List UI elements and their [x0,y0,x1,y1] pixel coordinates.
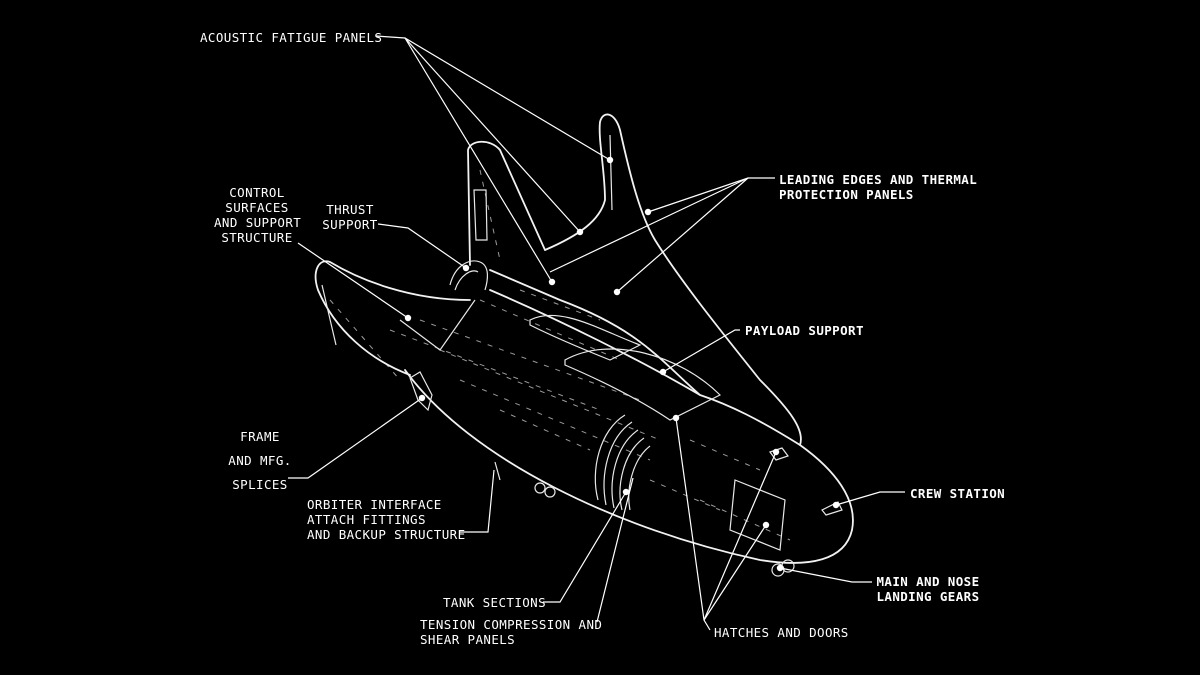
payload-doors [529,314,722,421]
label-control-surfaces-line2: SURFACES [225,200,289,215]
label-leading-edges: LEADING EDGES AND THERMAL PROTECTION PAN… [779,172,977,202]
crew-station-window [821,501,843,516]
label-tension-compression: TENSION COMPRESSION AND SHEAR PANELS [420,617,602,647]
label-acoustic-fatigue-panels: ACOUSTIC FATIGUE PANELS [200,30,383,45]
label-tank-sections: TANK SECTIONS [443,595,547,610]
fuselage-outline [404,269,854,564]
label-orbiter-interface-line2: ATTACH FITTINGS [307,512,426,527]
label-tension-compression-line2: SHEAR PANELS [420,632,516,647]
hull-hatching [329,169,791,541]
label-landing-gears-line1: MAIN AND NOSE [876,574,980,589]
tank-ribs [594,414,651,511]
label-leading-edges-line2: PROTECTION PANELS [779,187,914,202]
label-landing-gears-line2: LANDING GEARS [876,589,980,604]
label-control-surfaces-line1: CONTROL [229,185,285,200]
side-hatch [729,479,786,551]
label-payload-support: PAYLOAD SUPPORT [745,323,864,338]
label-frame-splices-line3: SPLICES [232,477,288,492]
label-thrust-support-line1: THRUST [326,202,374,217]
label-control-surfaces-line3: AND SUPPORT [214,215,302,230]
label-frame-splices-line2: AND MFG. [228,453,292,468]
thrust-support-part [449,260,488,291]
label-control-surfaces: CONTROL SURFACES AND SUPPORT STRUCTURE [214,185,302,245]
label-frame-splices-line1: FRAME [240,429,280,444]
label-landing-gears: MAIN AND NOSE LANDING GEARS [872,574,984,604]
leader-lines [288,35,905,631]
label-control-surfaces-line4: STRUCTURE [221,230,293,245]
leader-dots [404,156,840,572]
fuselage-top-line [489,289,701,396]
label-thrust-support: THRUST SUPPORT [318,202,382,232]
label-orbiter-interface-line3: AND BACKUP STRUCTURE [307,527,466,542]
label-orbiter-interface-line1: ORBITER INTERFACE [307,497,442,512]
label-thrust-support-line2: SUPPORT [322,217,378,232]
label-leading-edges-line1: LEADING EDGES AND THERMAL [779,172,978,187]
label-hatches-and-doors: HATCHES AND DOORS [714,625,849,640]
label-tension-compression-line1: TENSION COMPRESSION AND [420,617,603,632]
frame-splice-part [409,371,433,412]
left-wing [314,260,471,376]
label-crew-station: CREW STATION [910,486,1006,501]
label-frame-splices: FRAME AND MFG. SPLICES [228,425,292,497]
left-tail-fin [467,140,546,266]
label-orbiter-interface: ORBITER INTERFACE ATTACH FITTINGS AND BA… [307,497,466,542]
right-wing [544,113,802,446]
